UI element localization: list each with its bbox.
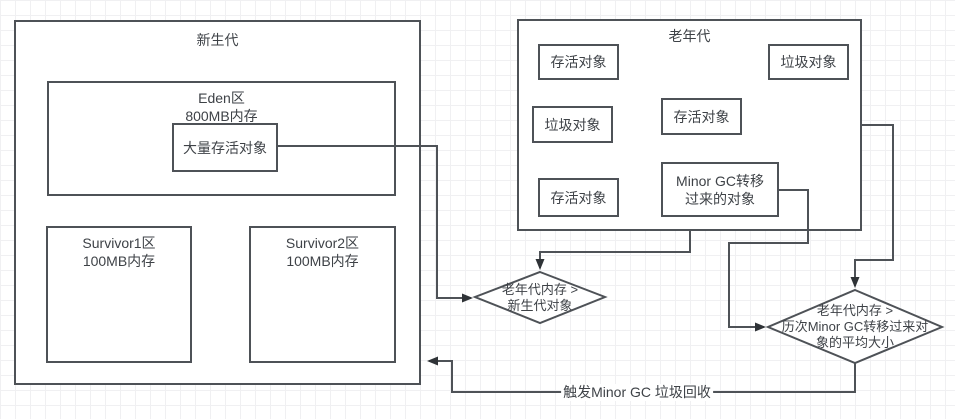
survivor2-size: 100MB内存 <box>286 253 359 269</box>
mass-alive-objects-label: 大量存活对象 <box>183 139 267 156</box>
old-gen-title: 老年代 <box>668 28 711 44</box>
young-gen-title: 新生代 <box>196 32 239 48</box>
young-gen-box: 新生代 Eden区 800MB内存 大量存活对象 Survivor1区 100M… <box>14 20 421 385</box>
garbage-objects-label-1: 垃圾对象 <box>780 54 837 70</box>
decision-avg-size-label: 老年代内存 > 历次Minor GC转移过来对 象的平均大小 <box>782 303 929 351</box>
decision-old-vs-young-label: 老年代内存 > 新生代对象 <box>502 282 578 314</box>
decision-old-vs-young-line2: 新生代对象 <box>507 298 573 313</box>
alive-objects-box-1: 存活对象 <box>538 44 619 80</box>
eden-name: Eden区 <box>198 90 245 106</box>
eden-box: Eden区 800MB内存 大量存活对象 <box>47 81 396 196</box>
alive-objects-label-3: 存活对象 <box>550 189 607 206</box>
decision-old-vs-young-line1: 老年代内存 > <box>501 282 579 297</box>
decision-avg-size-line2: 历次Minor GC转移过来对 <box>781 319 929 334</box>
minor-gc-transferred-box: Minor GC转移 过来的对象 <box>661 162 779 217</box>
survivor2-box: Survivor2区 100MB内存 <box>249 226 396 363</box>
minor-gc-transferred-line1: Minor GC转移 <box>676 172 764 189</box>
garbage-objects-label-2: 垃圾对象 <box>544 116 601 133</box>
garbage-objects-box-1: 垃圾对象 <box>768 44 849 80</box>
survivor1-name: Survivor1区 <box>82 235 156 251</box>
alive-objects-label-1: 存活对象 <box>550 54 607 70</box>
mass-alive-objects-box: 大量存活对象 <box>172 123 278 172</box>
alive-objects-box-3: 存活对象 <box>538 178 619 217</box>
alive-objects-box-2: 存活对象 <box>661 98 742 135</box>
minor-gc-transferred-line2: 过来的对象 <box>685 190 755 207</box>
trigger-minor-gc-text: 触发Minor GC 垃圾回收 <box>563 384 711 400</box>
decision-avg-size-line3: 象的平均大小 <box>815 335 894 350</box>
old-gen-box: 老年代 存活对象 垃圾对象 垃圾对象 存活对象 存活对象 Minor GC转移 … <box>517 19 862 231</box>
alive-objects-label-2: 存活对象 <box>673 108 730 125</box>
eden-size: 800MB内存 <box>185 108 258 124</box>
survivor2-name: Survivor2区 <box>285 235 360 251</box>
edge-old-gen-to-decision1 <box>535 231 691 270</box>
trigger-minor-gc-edge-label: 触发Minor GC 垃圾回收 <box>561 384 713 401</box>
garbage-objects-box-2: 垃圾对象 <box>532 106 613 143</box>
survivor1-size: 100MB内存 <box>82 253 156 269</box>
decision-avg-size-line1: 老年代内存 > <box>816 303 894 318</box>
survivor1-box: Survivor1区 100MB内存 <box>46 226 192 363</box>
